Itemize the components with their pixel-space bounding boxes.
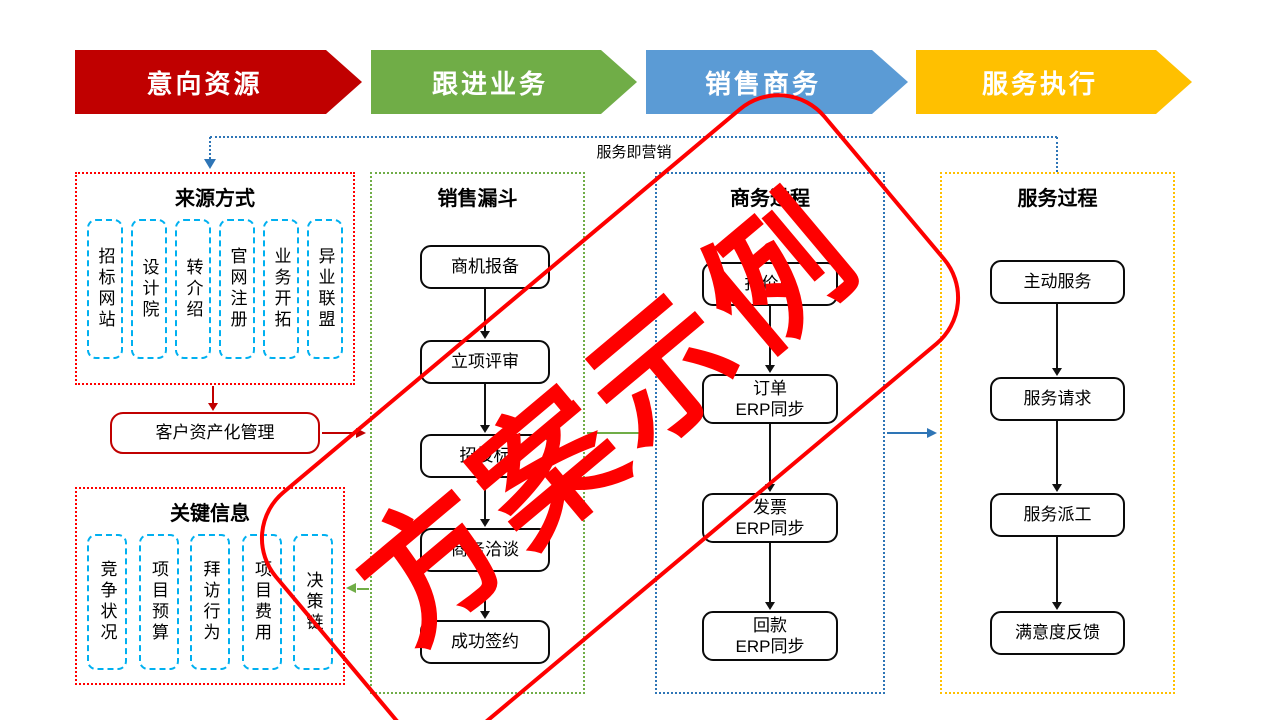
arrow-right-icon	[927, 428, 937, 438]
connector-line	[484, 289, 486, 331]
connector-line	[212, 386, 214, 403]
feedback-arrow-down-icon	[204, 159, 216, 169]
connector-line	[484, 478, 486, 519]
business-step-box: 发票 ERP同步	[702, 493, 838, 543]
feedback-line-horizontal	[210, 136, 1057, 138]
connector-line	[587, 432, 641, 434]
key-info-item: 竞争状况	[87, 534, 127, 670]
arrow-down-icon	[765, 365, 775, 373]
feedback-label: 服务即营销	[568, 141, 700, 162]
arrow-down-icon	[765, 484, 775, 492]
arrow-down-icon	[480, 425, 490, 433]
arrow-right-icon	[641, 428, 651, 438]
arrow-down-icon	[1052, 602, 1062, 610]
arrow-down-icon	[208, 403, 218, 411]
arrow-down-icon	[1052, 368, 1062, 376]
arrow-left-icon	[346, 583, 356, 593]
source-item: 招标网站	[87, 219, 123, 359]
connector-line	[1056, 537, 1058, 602]
connector-line	[769, 424, 771, 484]
service-step-box: 主动服务	[990, 260, 1125, 304]
connector-line	[1056, 421, 1058, 484]
source-item: 业务开拓	[263, 219, 299, 359]
arrow-right-icon	[356, 428, 366, 438]
stage-banner-follow-up: 跟进业务	[371, 50, 637, 114]
source-item: 转介绍	[175, 219, 211, 359]
connector-line	[484, 572, 486, 611]
stage-banner-sales-business: 销售商务	[646, 50, 908, 114]
stage-banner-label: 服务执行	[981, 68, 1098, 99]
source-methods-items: 招标网站 设计院 转介绍 官网注册 业务开拓 异业联盟	[77, 211, 353, 359]
source-item: 设计院	[131, 219, 167, 359]
funnel-step-box: 立项评审	[420, 340, 550, 384]
connector-line	[322, 432, 356, 434]
stage-banner-label: 跟进业务	[431, 68, 548, 99]
business-process-panel: 商务过程	[655, 172, 885, 694]
sales-funnel-title: 销售漏斗	[437, 188, 518, 210]
source-methods-title: 来源方式	[175, 188, 255, 210]
service-step-box: 服务请求	[990, 377, 1125, 421]
feedback-line-left	[209, 137, 211, 159]
service-process-title: 服务过程	[1017, 188, 1098, 210]
connector-line	[357, 588, 369, 590]
funnel-step-box: 商务洽谈	[420, 528, 550, 572]
connector-line	[484, 384, 486, 425]
service-process-panel: 服务过程	[940, 172, 1175, 694]
key-info-item: 项目费用	[241, 534, 282, 670]
arrow-down-icon	[480, 331, 490, 339]
business-process-title: 商务过程	[730, 188, 810, 210]
key-info-item: 拜访行为	[190, 534, 230, 670]
business-step-box: 订单 ERP同步	[702, 374, 838, 424]
key-info-items: 竞争状况 项目预算 拜访行为 项目费用 决策链	[77, 526, 343, 670]
service-step-box: 服务派工	[990, 493, 1125, 537]
key-info-panel: 关键信息 竞争状况 项目预算 拜访行为 项目费用 决策链	[75, 487, 345, 685]
arrow-down-icon	[480, 519, 490, 527]
key-info-item: 决策链	[293, 534, 333, 670]
key-info-item: 项目预算	[138, 534, 179, 670]
stage-banner-intent-resources: 意向资源	[75, 50, 362, 114]
arrow-down-icon	[765, 602, 775, 610]
customer-asset-box: 客户资产化管理	[110, 412, 320, 454]
feedback-line-right	[1056, 137, 1058, 172]
arrow-down-icon	[1052, 484, 1062, 492]
connector-line	[1056, 304, 1058, 368]
connector-line	[769, 306, 771, 365]
connector-line	[769, 543, 771, 602]
funnel-step-box: 商机报备	[420, 245, 550, 289]
arrow-down-icon	[480, 611, 490, 619]
funnel-step-box: 成功签约	[420, 620, 550, 664]
stage-banner-label: 销售商务	[704, 68, 821, 99]
source-methods-panel: 来源方式 招标网站 设计院 转介绍 官网注册 业务开拓 异业联盟	[75, 172, 355, 385]
service-step-box: 满意度反馈	[990, 611, 1125, 655]
funnel-step-box: 招投标	[420, 434, 550, 478]
business-step-box: 回款 ERP同步	[702, 611, 838, 661]
business-step-box: 报价单	[702, 262, 838, 306]
stage-banner-label: 意向资源	[146, 68, 263, 99]
stage-banner-service-execution: 服务执行	[916, 50, 1192, 114]
connector-line	[887, 432, 927, 434]
sales-funnel-panel: 销售漏斗	[370, 172, 585, 694]
source-item: 官网注册	[219, 219, 255, 359]
source-item: 异业联盟	[307, 219, 343, 359]
key-info-title: 关键信息	[170, 503, 250, 525]
